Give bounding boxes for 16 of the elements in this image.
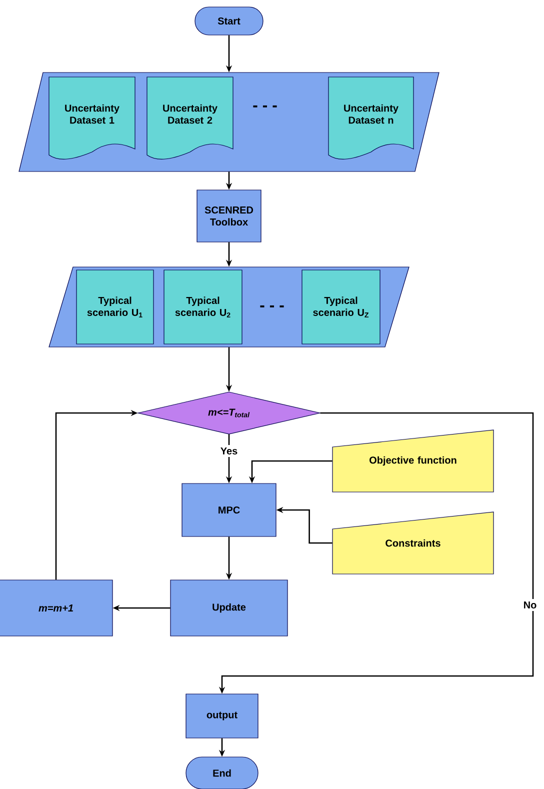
- input-trapezoid: Objective function: [332, 430, 494, 492]
- process-box: SCENRED Toolbox: [196, 190, 262, 242]
- process-box: output: [186, 694, 258, 738]
- start-terminal: Start: [194, 6, 264, 36]
- process-box: Update: [170, 580, 288, 636]
- scenario-box: Typical scenario U$_{1}$: [76, 270, 154, 344]
- dash-mark: - - -: [260, 305, 284, 308]
- scenario-box: Typical scenario U$_{Z}$: [302, 270, 380, 344]
- edge-label: Yes: [218, 445, 240, 457]
- input-trapezoid: Constraints: [332, 512, 494, 574]
- edge-label: No: [520, 599, 540, 611]
- process-box: m=m+1: [0, 580, 113, 636]
- end-terminal: End: [186, 756, 258, 789]
- dash-mark: - - -: [253, 105, 277, 108]
- process-box: MPC: [182, 483, 276, 537]
- scenario-box: Typical scenario U$_{2}$: [164, 270, 242, 344]
